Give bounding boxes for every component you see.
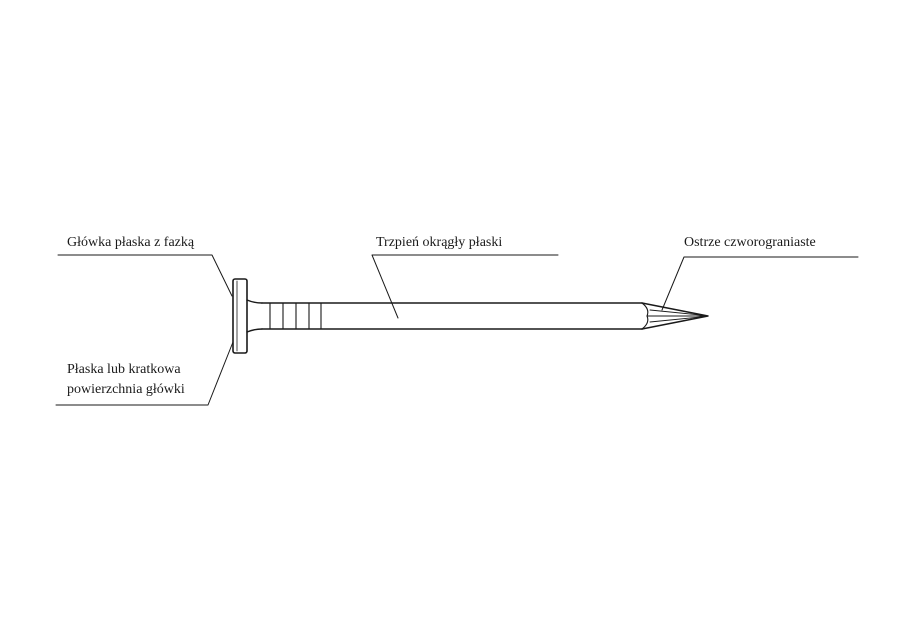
label-surface-line1: Płaska lub kratkowa <box>67 362 181 377</box>
nail-point <box>641 302 709 330</box>
nail-head <box>232 278 248 354</box>
callout-labels: Główka płaska z fazką Trzpień okrągły pł… <box>67 235 816 397</box>
callout-leaders <box>55 254 859 406</box>
nail-grip-rings <box>269 302 322 330</box>
leader-surface <box>55 341 234 406</box>
label-surface-line2: powierzchnia główki <box>67 382 185 397</box>
nail-drawing <box>232 278 709 354</box>
label-point: Ostrze czworograniaste <box>684 235 816 250</box>
nail-neck <box>246 299 263 333</box>
leader-shank <box>371 254 559 319</box>
leader-head <box>57 254 233 297</box>
label-shank: Trzpień okrągły płaski <box>376 235 502 250</box>
label-head: Główka płaska z fazką <box>67 235 195 250</box>
leader-point <box>661 256 859 311</box>
